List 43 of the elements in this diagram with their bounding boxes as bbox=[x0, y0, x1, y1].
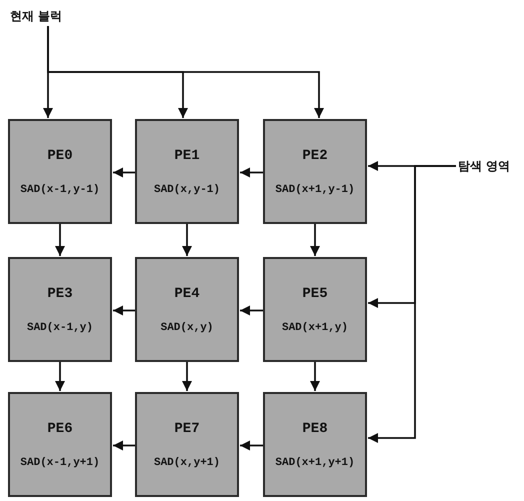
processing-element-box bbox=[263, 392, 367, 497]
processing-element-box bbox=[8, 392, 112, 497]
sad-formula: SAD(x+1,y+1) bbox=[275, 456, 355, 468]
arrow bbox=[310, 362, 320, 391]
element-name: PE0 bbox=[47, 148, 73, 164]
sad-formula: SAD(x,y+1) bbox=[154, 456, 220, 468]
element-name: PE6 bbox=[47, 420, 73, 436]
sad-formula: SAD(x-1,y+1) bbox=[20, 456, 100, 468]
processing-element-box bbox=[8, 119, 112, 224]
element-name: PE4 bbox=[174, 286, 200, 302]
processing-element-box bbox=[135, 119, 239, 224]
element-name: PE3 bbox=[47, 286, 73, 302]
arrow bbox=[113, 306, 135, 316]
element-name: PE5 bbox=[302, 286, 328, 302]
processing-element-box bbox=[263, 257, 367, 362]
arrow bbox=[47, 26, 324, 118]
sad-formula: SAD(x+1,y-1) bbox=[275, 184, 355, 196]
arrow bbox=[182, 362, 192, 391]
arrow bbox=[182, 224, 192, 256]
processing-element-box bbox=[263, 119, 367, 224]
element-name: PE1 bbox=[174, 148, 200, 164]
element-name: PE7 bbox=[174, 420, 200, 436]
sad-formula: SAD(x+1,y) bbox=[282, 322, 348, 334]
processing-element-box bbox=[8, 257, 112, 362]
arrow bbox=[55, 362, 65, 391]
sad-formula: SAD(x-1,y-1) bbox=[20, 184, 100, 196]
arrow bbox=[240, 306, 263, 316]
processing-element-box bbox=[135, 392, 239, 497]
sad-formula: SAD(x,y-1) bbox=[154, 184, 220, 196]
arrow bbox=[240, 440, 263, 450]
arrow bbox=[240, 168, 263, 178]
processing-element-box bbox=[135, 257, 239, 362]
arrow bbox=[113, 168, 135, 178]
sad-formula: SAD(x,y) bbox=[160, 322, 214, 334]
arrow bbox=[55, 224, 65, 256]
element-name: PE2 bbox=[302, 148, 328, 164]
element-name: PE8 bbox=[302, 420, 328, 436]
input-label: 탐색 영역 bbox=[458, 158, 510, 175]
input-label: 현재 블럭 bbox=[10, 8, 62, 25]
sad-formula: SAD(x-1,y) bbox=[26, 322, 93, 334]
arrow bbox=[310, 224, 320, 256]
arrow bbox=[113, 440, 135, 450]
arrow bbox=[368, 165, 456, 443]
